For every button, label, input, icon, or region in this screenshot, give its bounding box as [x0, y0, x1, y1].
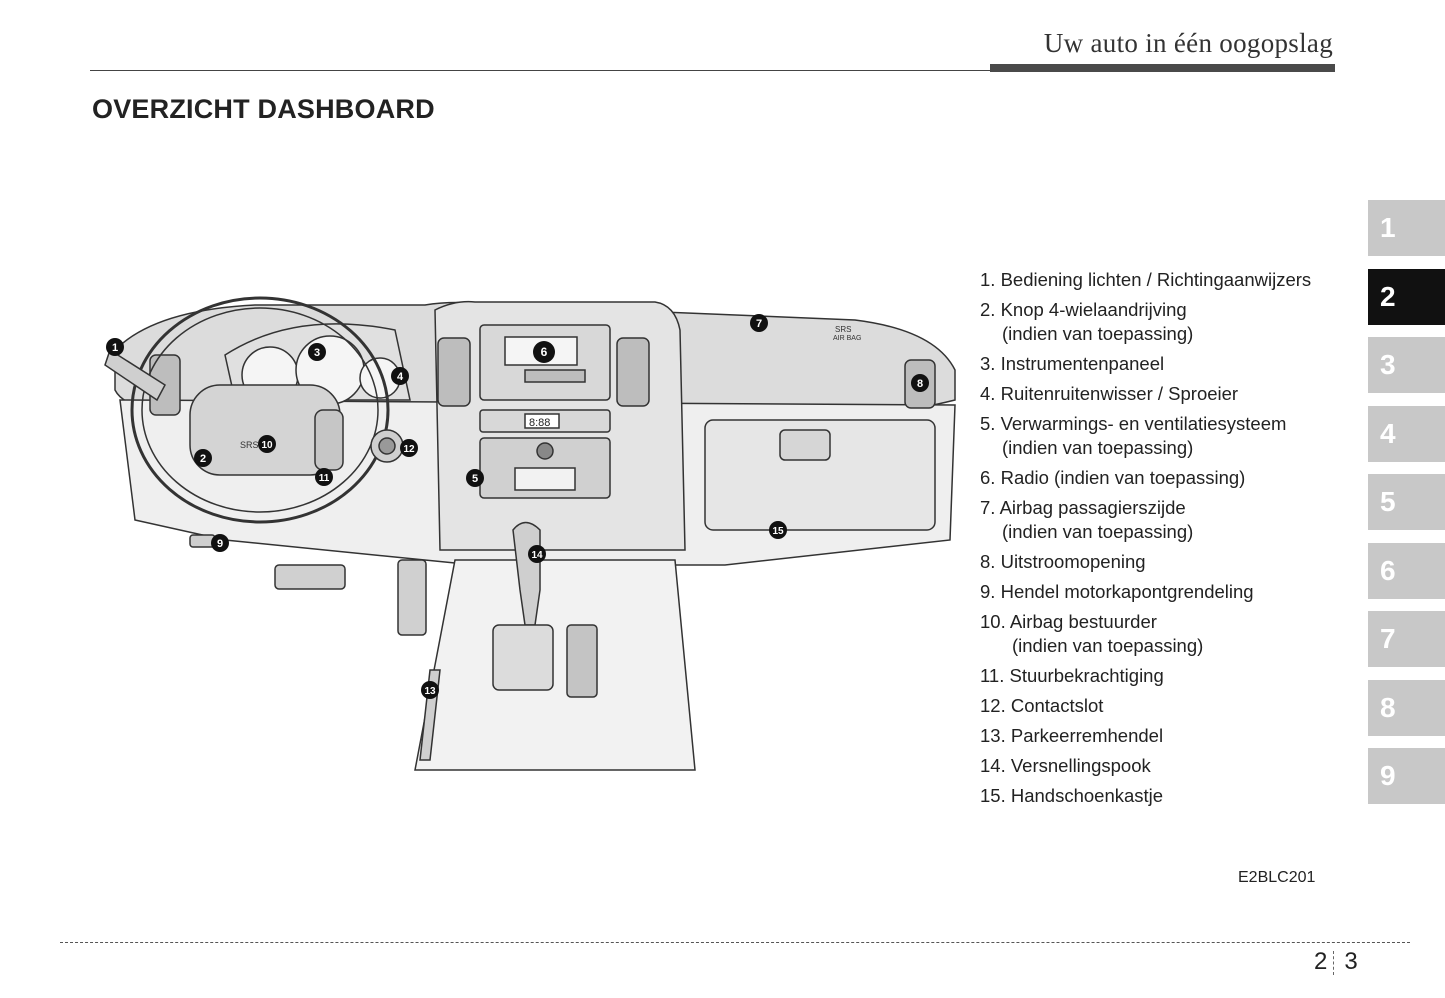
legend-item: 14. Versnellingspook [980, 755, 1151, 776]
legend-item: 3. Instrumentenpaneel [980, 353, 1165, 374]
legend-item: 10. Airbag bestuurder(indien van toepass… [980, 611, 1204, 656]
legend-item: 12. Contactslot [980, 695, 1104, 716]
callout-5: 5 [466, 469, 484, 487]
chapter-tab-7[interactable]: 7 [1368, 611, 1445, 667]
legend-item: 5. Verwarmings- en ventilatiesysteem(ind… [980, 413, 1287, 458]
chapter-tabs: 1 2 3 4 5 6 7 8 9 [1368, 200, 1445, 817]
legend-item: 11. Stuurbekrachtiging [980, 665, 1164, 686]
legend-item: 2. Knop 4-wielaandrijving(indien van toe… [980, 299, 1194, 344]
callout-3: 3 [308, 343, 326, 361]
svg-text:12: 12 [403, 444, 415, 455]
chapter-tab-1[interactable]: 1 [1368, 200, 1445, 256]
chapter-tab-2[interactable]: 2 [1368, 268, 1445, 325]
srs-label: SRS [835, 325, 851, 334]
svg-text:11: 11 [319, 473, 330, 484]
callout-1: 1 [106, 338, 124, 356]
svg-text:9: 9 [217, 538, 223, 550]
chapter-tab-4[interactable]: 4 [1368, 405, 1445, 462]
page-chapter: 2 [1314, 948, 1328, 975]
svg-text:6: 6 [541, 345, 548, 359]
svg-text:5: 5 [472, 473, 478, 485]
legend-item: 6. Radio (indien van toepassing) [980, 467, 1246, 488]
page-title: OVERZICHT DASHBOARD [92, 94, 435, 124]
svg-text:2: 2 [200, 453, 206, 465]
airbag-label: AIR BAG [833, 335, 861, 342]
legend-item: 8. Uitstroomopening [980, 551, 1146, 572]
clock-display: 8:88 [529, 417, 550, 429]
wheel-srs-label: SRS [240, 440, 259, 450]
chapter-tab-6[interactable]: 6 [1368, 542, 1445, 599]
legend-item: 9. Hendel motorkapontgrendeling [980, 581, 1254, 602]
callout-2: 2 [194, 449, 212, 467]
callout-10: 10 [258, 435, 276, 453]
svg-text:7: 7 [756, 318, 762, 330]
legend-item: 1. Bediening lichten / Richtingaanwijzer… [980, 269, 1312, 290]
svg-text:15: 15 [772, 526, 784, 537]
legend-item: 4. Ruitenruitenwisser / Sproeier [980, 383, 1239, 404]
chapter-tab-3[interactable]: 3 [1368, 337, 1445, 393]
callout-11: 11 [315, 468, 333, 486]
callout-8: 8 [911, 374, 929, 392]
legend-item: 7. Airbag passagierszijde(indien van toe… [980, 497, 1194, 542]
legend-item: 13. Parkeerremhendel [980, 725, 1164, 746]
dashboard-drawing: SRS AIR BAG 8:88 SRS 1 2 3 4 5 6 7 8 9 1… [104, 296, 956, 771]
figure-code: E2BLC201 [1238, 869, 1316, 886]
page-separator [1333, 950, 1344, 975]
callout-13: 13 [421, 681, 439, 699]
svg-text:4: 4 [397, 371, 404, 383]
svg-text:14: 14 [531, 550, 543, 561]
header-rule [90, 70, 990, 71]
svg-text:13: 13 [424, 686, 436, 697]
svg-text:8: 8 [917, 378, 923, 390]
callout-12: 12 [400, 439, 418, 457]
footer-rule [60, 942, 1410, 943]
callouts: 1 2 3 4 5 6 7 8 9 10 11 12 13 14 15 [106, 314, 929, 699]
chapter-tab-8[interactable]: 8 [1368, 679, 1445, 736]
svg-text:3: 3 [314, 347, 320, 359]
callout-14: 14 [528, 545, 546, 563]
legend-item: 15. Handschoenkastje [980, 785, 1164, 806]
section-title: Uw auto in één oogopslag [1043, 28, 1333, 58]
header-bar [990, 64, 1335, 72]
dashboard-illustration: SRS AIR BAG 8:88 SRS 1 2 3 4 5 6 7 8 9 1… [95, 290, 965, 790]
chapter-tab-5[interactable]: 5 [1368, 474, 1445, 530]
legend-list: 1. Bediening lichten / Richtingaanwijzer… [980, 268, 1360, 814]
callout-9: 9 [211, 534, 229, 552]
svg-text:10: 10 [261, 440, 273, 451]
callout-6: 6 [533, 341, 555, 363]
callout-15: 15 [769, 521, 787, 539]
callout-4: 4 [391, 367, 409, 385]
callout-7: 7 [750, 314, 768, 332]
chapter-tab-9[interactable]: 9 [1368, 748, 1445, 804]
svg-text:1: 1 [112, 342, 118, 354]
page-index: 3 [1344, 948, 1358, 975]
